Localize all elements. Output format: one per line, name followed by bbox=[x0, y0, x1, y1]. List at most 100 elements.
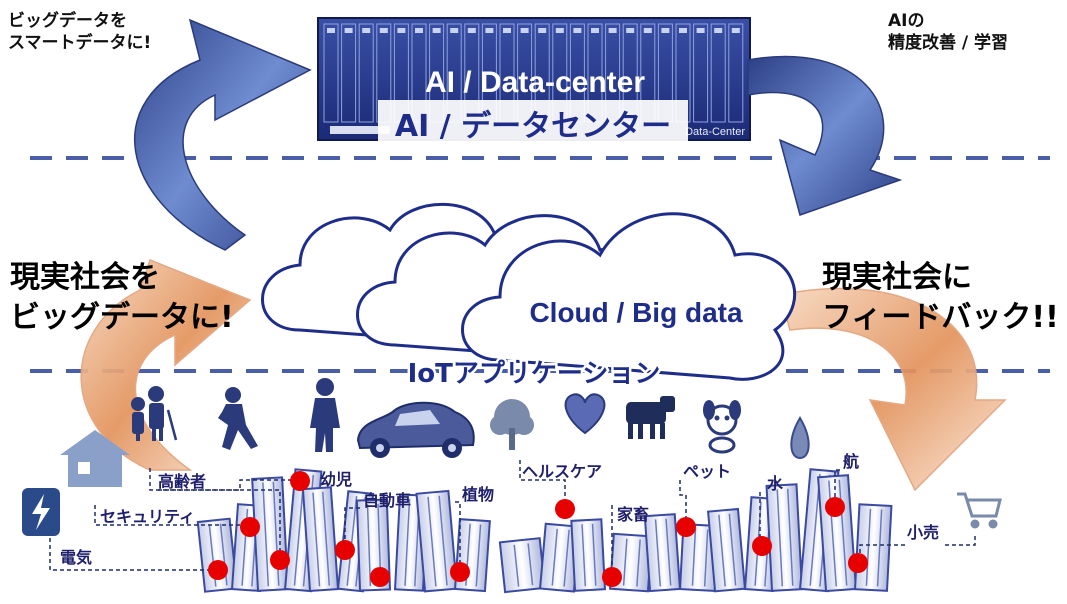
cloud-group bbox=[261, 202, 796, 381]
building bbox=[765, 483, 804, 592]
rack-unit-led bbox=[608, 28, 617, 33]
rack-unit-led bbox=[591, 28, 599, 33]
top-left-note-line2: スマートデータに! bbox=[8, 33, 152, 53]
sensor-dot bbox=[848, 553, 868, 573]
label-livestock: 家畜 bbox=[617, 505, 649, 524]
rack-unit-led bbox=[714, 28, 723, 33]
connector-line bbox=[158, 479, 300, 491]
top-left-note-line1: ビッグデータを bbox=[8, 11, 127, 31]
rack-unit bbox=[728, 23, 744, 123]
rack-unit-led bbox=[555, 28, 564, 33]
label-water: 水 bbox=[767, 474, 784, 493]
right-big-text-line2: フィードバック!! bbox=[822, 300, 1059, 335]
building bbox=[707, 507, 747, 593]
building bbox=[570, 518, 607, 592]
datacenter-title-ja-box bbox=[378, 100, 688, 148]
datacenter-title-ja: AI / データセンター bbox=[395, 109, 671, 144]
rack-unit bbox=[358, 23, 374, 123]
building bbox=[415, 489, 459, 593]
rack-unit-led bbox=[626, 28, 635, 33]
right-blue-arrow-icon bbox=[747, 55, 903, 216]
label-infant: 幼児 bbox=[320, 470, 352, 489]
rack-unit-led bbox=[696, 28, 705, 33]
building bbox=[196, 517, 239, 593]
connector-line bbox=[519, 460, 566, 510]
connector-line bbox=[945, 535, 976, 546]
sensor-dot bbox=[240, 517, 260, 537]
sensor-dot bbox=[676, 517, 696, 537]
connector-line bbox=[455, 501, 461, 570]
building bbox=[643, 513, 682, 593]
rack-unit bbox=[710, 23, 726, 123]
tree-icon bbox=[490, 399, 534, 450]
label-pet: ペット bbox=[683, 462, 731, 481]
left-big-text-line2: ビッグデータに! bbox=[10, 300, 234, 335]
car-icon bbox=[356, 401, 475, 458]
rack-unit-led bbox=[643, 28, 652, 33]
rack-unit-led bbox=[467, 28, 476, 33]
sensor-dot bbox=[450, 562, 470, 582]
sensor-dot bbox=[752, 536, 772, 556]
rack-unit-led bbox=[485, 28, 494, 33]
rack-unit-led bbox=[327, 28, 335, 33]
right-orange-arrow-icon bbox=[779, 287, 1007, 492]
left-big-text-line1: 現実社会を bbox=[10, 260, 160, 295]
sensor-dot bbox=[208, 560, 228, 580]
top-right-note-line1: AIの bbox=[888, 11, 925, 31]
lightning-icon bbox=[22, 488, 60, 536]
cloud-label: Cloud / Big data bbox=[529, 297, 743, 328]
datacenter-title-en: AI / Data-center bbox=[425, 66, 645, 99]
rack-unit-led bbox=[362, 28, 371, 33]
left-blue-arrow-icon bbox=[134, 18, 312, 251]
rack-unit-led bbox=[450, 28, 459, 33]
top-right-note-line2: 精度改善 / 学習 bbox=[888, 33, 1009, 53]
sensor-dots bbox=[208, 471, 868, 587]
rack-unit-led bbox=[731, 28, 740, 33]
label-retail: 小売 bbox=[907, 523, 939, 542]
iot-title: IoTアプリケーション bbox=[408, 359, 661, 389]
label-healthcare: ヘルスケア bbox=[522, 462, 602, 481]
building bbox=[498, 537, 546, 594]
rack-unit bbox=[693, 23, 709, 123]
rack-unit-led bbox=[520, 28, 529, 33]
sensor-dot bbox=[335, 540, 355, 560]
connector-lines bbox=[49, 460, 976, 576]
rack-unit-led bbox=[661, 28, 670, 33]
runner-icon bbox=[218, 387, 258, 450]
rack-unit bbox=[341, 23, 357, 123]
label-car: 自動車 bbox=[363, 491, 411, 510]
datacenter-small-label: Data-Center bbox=[685, 126, 745, 138]
rack-unit bbox=[323, 23, 339, 123]
rack-unit-led bbox=[379, 28, 388, 33]
sensor-dot bbox=[825, 497, 845, 517]
house-icon bbox=[60, 430, 130, 487]
sensor-dot bbox=[370, 567, 390, 587]
label-security: セキュリティ bbox=[100, 507, 195, 526]
dog-icon bbox=[703, 400, 741, 454]
connector-line bbox=[344, 507, 360, 550]
building bbox=[853, 503, 893, 592]
sensor-dot bbox=[555, 499, 575, 519]
rack-unit-led bbox=[538, 28, 547, 33]
top-right-note: AIの 精度改善 / 学習 bbox=[888, 10, 1008, 54]
water-drop-icon bbox=[790, 416, 810, 460]
top-left-note: ビッグデータを スマートデータに! bbox=[8, 10, 151, 54]
building bbox=[301, 486, 340, 593]
right-big-text: 現実社会に フィードバック!! bbox=[822, 258, 1059, 338]
cow-icon bbox=[626, 396, 675, 439]
shopping-cart-icon bbox=[957, 492, 1002, 529]
connector-line bbox=[679, 480, 687, 526]
rack-unit-led bbox=[573, 28, 582, 33]
rack-unit-led bbox=[415, 28, 423, 33]
building bbox=[251, 476, 290, 592]
left-big-text: 現実社会を ビッグデータに! bbox=[10, 258, 234, 338]
heart-icon bbox=[564, 393, 606, 435]
label-elderly: 高齢者 bbox=[158, 472, 206, 491]
connector-line bbox=[49, 538, 218, 571]
rack-unit-led bbox=[503, 28, 511, 33]
right-big-text-line1: 現実社会に bbox=[822, 260, 972, 295]
child-icon bbox=[310, 378, 340, 452]
rack-unit-led bbox=[432, 28, 441, 33]
elderly-couple-icon bbox=[131, 386, 178, 441]
